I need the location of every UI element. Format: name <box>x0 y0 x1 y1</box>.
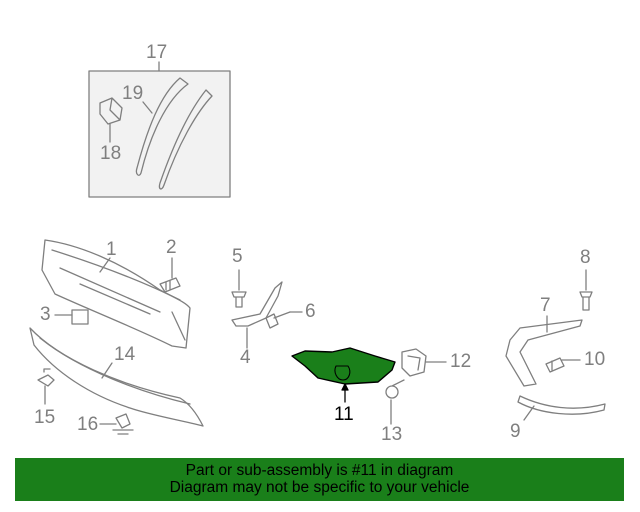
banner-line-2: Diagram may not be specific to your vehi… <box>169 479 470 496</box>
reinforcement-1-detail <box>51 249 186 341</box>
strip-9 <box>517 395 606 415</box>
screw-10 <box>545 357 565 373</box>
inset-box <box>88 70 231 198</box>
callout-18: 18 <box>100 143 122 164</box>
molding-19-inner <box>158 89 213 190</box>
clip-18 <box>99 97 123 125</box>
callout-2: 2 <box>166 237 177 258</box>
leader-14 <box>101 362 113 379</box>
callout-7: 7 <box>540 295 551 316</box>
info-banner: Part or sub-assembly is #11 in diagram D… <box>15 458 624 501</box>
molding-19-outer <box>135 77 189 176</box>
callout-17: 17 <box>146 42 168 63</box>
callout-13: 13 <box>381 424 403 445</box>
plate-3 <box>71 309 89 325</box>
screw-5 <box>231 291 247 308</box>
callout-3: 3 <box>40 304 51 325</box>
callout-14: 14 <box>114 344 136 365</box>
callout-6: 6 <box>305 301 316 322</box>
leader-9 <box>523 405 535 421</box>
leader-1 <box>99 257 111 273</box>
callout-10: 10 <box>584 349 606 370</box>
callout-4: 4 <box>240 347 251 368</box>
clip-15 <box>37 368 55 387</box>
bracket-7 <box>505 319 583 387</box>
callout-11: 11 <box>334 404 354 425</box>
molding-14 <box>29 327 204 427</box>
callout-19: 19 <box>122 83 144 104</box>
parts-diagram <box>29 61 606 435</box>
callout-12: 12 <box>450 351 472 372</box>
callout-5: 5 <box>232 246 243 267</box>
callout-1: 1 <box>106 239 117 260</box>
leader-19 <box>142 101 153 114</box>
callout-9: 9 <box>510 421 521 442</box>
callout-16: 16 <box>77 414 99 435</box>
reinforcement-1 <box>41 239 191 349</box>
callout-15: 15 <box>34 407 56 428</box>
screw-2 <box>159 277 181 293</box>
sensor-12 <box>401 348 427 377</box>
clip-16 <box>112 413 134 435</box>
molding-14-inner <box>39 337 191 405</box>
bracket-4 <box>231 281 283 327</box>
stud-6 <box>265 311 291 329</box>
part-11-cutout <box>334 365 351 381</box>
banner-line-1: Part or sub-assembly is #11 in diagram <box>185 462 454 479</box>
screw-13 <box>385 379 405 399</box>
screw-8 <box>579 291 593 311</box>
leader-11-arrow <box>341 383 349 391</box>
callout-8: 8 <box>580 247 591 268</box>
